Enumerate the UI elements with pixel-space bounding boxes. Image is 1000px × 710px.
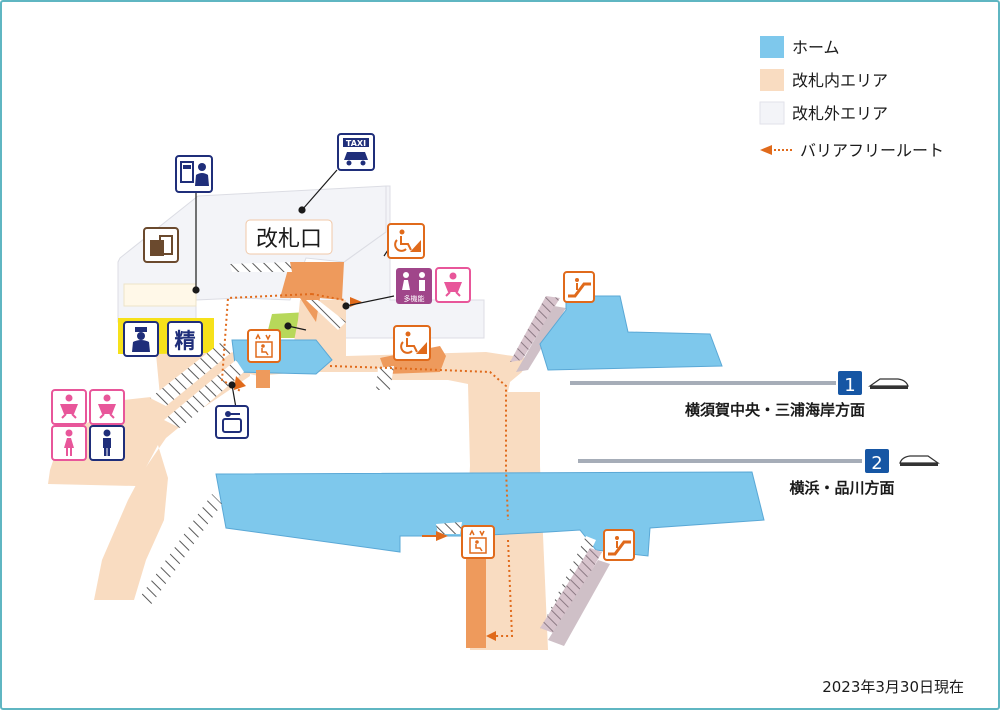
track-2: 2 横浜・品川方面 xyxy=(789,449,940,497)
legend-label-outside-gate: 改札外エリア xyxy=(792,104,888,123)
taxi-icon: TAXI xyxy=(337,133,375,171)
track-1: 1 横須賀中央・三浦海岸方面 xyxy=(685,371,909,419)
ticket-gate-label: 改札口 xyxy=(245,219,333,255)
wheelchair-ramp-icon xyxy=(393,325,431,361)
escalator-upper-right xyxy=(510,296,566,372)
track-lines xyxy=(570,381,862,463)
legend-label-inside-gate: 改札内エリア xyxy=(792,71,888,90)
womens-toilet-icon xyxy=(51,425,87,461)
legend-swatch-platform xyxy=(760,36,784,58)
barrier-free-route xyxy=(220,293,514,637)
train-icon xyxy=(899,455,940,466)
legend-swatch-outside-gate xyxy=(759,101,785,125)
wheelchair-ramp-icon xyxy=(387,223,425,259)
baby-care-icon xyxy=(89,389,125,425)
train-icon xyxy=(868,378,909,389)
elevator-icon xyxy=(247,329,281,363)
taxi-text: TAXI xyxy=(346,139,366,148)
barrier-free-arrows xyxy=(234,297,496,641)
track-2-direction: 横浜・品川方面 xyxy=(789,479,894,497)
elevator-icon xyxy=(461,525,495,559)
escalator-icon xyxy=(603,529,635,561)
fare-adjustment-text: 精 xyxy=(175,329,196,353)
legend-label-barrier-free: バリアフリールート xyxy=(800,141,944,160)
multipurpose-toilet-icon: 多機能 xyxy=(396,268,432,304)
track-2-number: 2 xyxy=(871,453,882,474)
fare-adjustment-icon: 精 xyxy=(167,321,203,357)
baby-care-icon xyxy=(51,389,87,425)
multipurpose-text: 多機能 xyxy=(404,294,425,303)
station-staff-icon xyxy=(123,321,159,357)
legend: ホーム 改札内エリア 改札外エリア バリアフリールート xyxy=(759,36,944,160)
escalator-lower-right xyxy=(540,548,610,646)
baby-care-icon xyxy=(435,267,471,303)
ticket-machine-staff-icon xyxy=(175,155,213,193)
ticket-gate-text: 改札口 xyxy=(256,227,322,252)
track-1-direction: 横須賀中央・三浦海岸方面 xyxy=(685,401,865,419)
coin-locker-icon xyxy=(215,405,249,439)
mens-toilet-icon xyxy=(89,425,125,461)
legend-route-arrow-icon xyxy=(760,145,772,155)
legend-swatch-inside-gate xyxy=(760,69,784,91)
track-1-number: 1 xyxy=(844,375,855,396)
luggage-icon xyxy=(143,227,179,263)
escalator-icon xyxy=(563,271,595,303)
date-note: 2023年3月30日現在 xyxy=(822,678,964,696)
callout-lines xyxy=(192,169,395,409)
stairs xyxy=(138,262,596,624)
legend-label-platform: ホーム xyxy=(792,38,840,57)
